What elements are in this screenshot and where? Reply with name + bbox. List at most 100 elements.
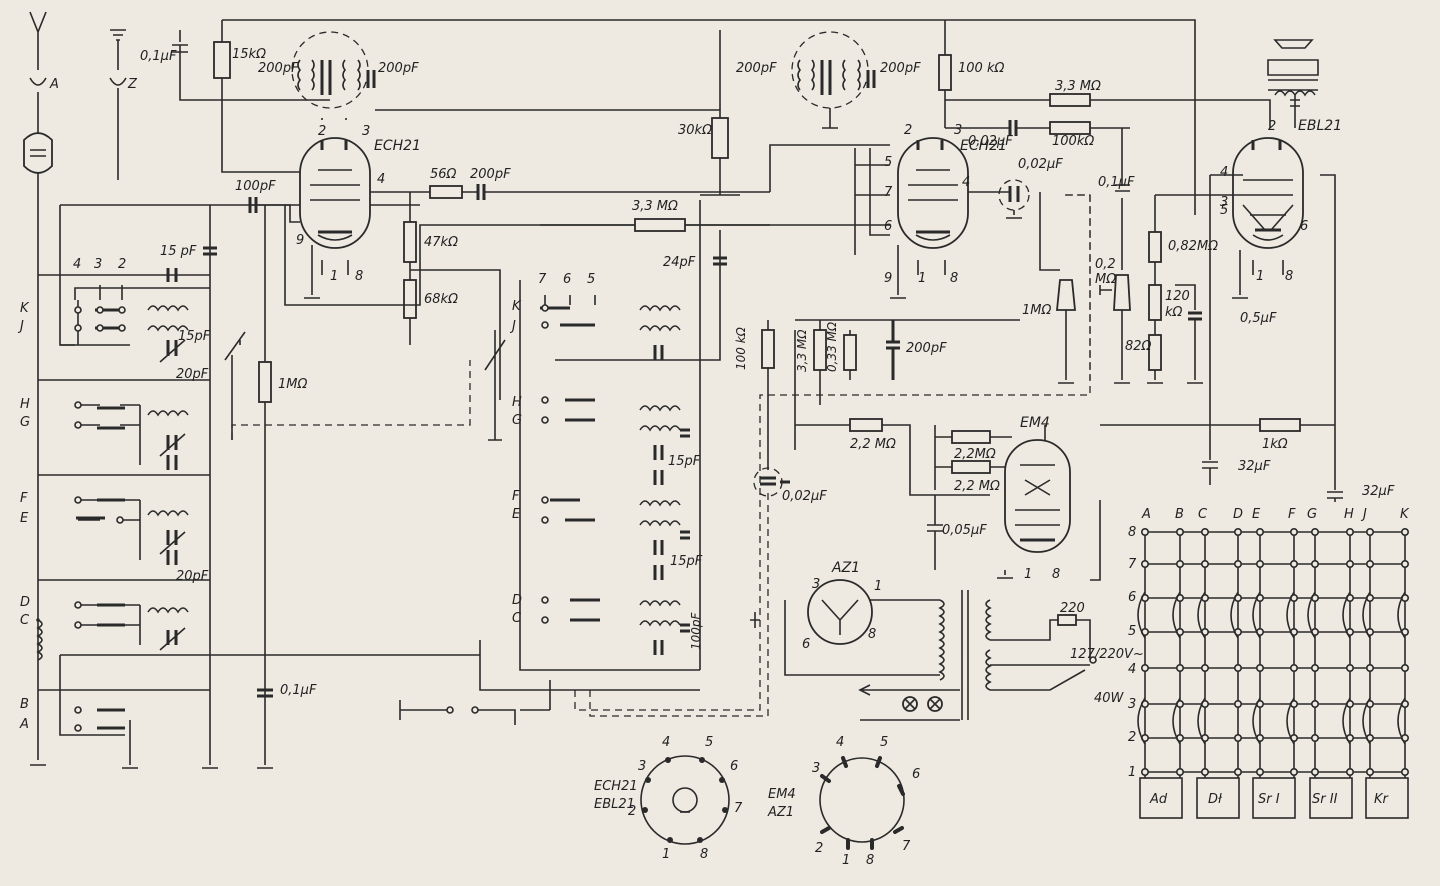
em4-pin-8: 8 (1052, 567, 1060, 582)
matrix-contact (1397, 697, 1406, 745)
matrix-node (1176, 767, 1185, 776)
matrix-grid (1137, 527, 1410, 778)
cap-32uF-b: 32μF (1362, 484, 1395, 499)
band-ad: Ad (1149, 792, 1168, 807)
sw-left-F: F (20, 491, 28, 506)
band-dl: Dł (1208, 792, 1223, 807)
matrix-contact (1362, 697, 1371, 745)
res-1M-a: 1MΩ (278, 377, 307, 392)
matrix-node (1141, 559, 1150, 568)
sw-left-num-3: 3 (94, 257, 102, 272)
cap-200pF-d: 200pF (470, 167, 511, 182)
matrix-contact (1342, 697, 1351, 745)
t2-pin-2: 2 (904, 123, 912, 138)
matrix-contact (1252, 591, 1261, 639)
sw-left-E: E (20, 511, 29, 526)
cap-20pF-a: 20pF (176, 367, 209, 382)
res-15k: 15kΩ (232, 47, 266, 62)
az1-label: AZ1 (831, 560, 860, 576)
matrix-node (1290, 559, 1299, 568)
matrix-node (1311, 699, 1320, 708)
matrix-contact (1286, 591, 1295, 639)
matrix-row-7: 7 (1128, 557, 1137, 572)
matrix-node (1176, 527, 1185, 536)
tube-1: 200pF 200pF 2 3 4 9 1 8 ECH21 (258, 31, 421, 299)
s1-pin-5: 5 (705, 735, 713, 750)
s2-pin-4: 4 (836, 735, 844, 750)
cap-0.02uF-c: 0,02μF (782, 489, 827, 504)
matrix-node (1176, 559, 1185, 568)
sw-mid-J: J (509, 319, 516, 334)
matrix-node (1366, 663, 1375, 672)
matrix-node (1201, 767, 1210, 776)
mains-voltage: 127/220V~ (1070, 647, 1144, 662)
res-100k-c: 100 kΩ (734, 326, 748, 370)
sw-left-G: G (20, 415, 30, 430)
pot-0.2-b: MΩ (1095, 272, 1116, 287)
t1-pin-1: 1 (330, 269, 338, 284)
t1-pin-8: 8 (355, 269, 363, 284)
tone-control: 0,1μF 0,2 MΩ 0,82MΩ 120 kΩ 82Ω (1095, 128, 1222, 384)
t2-pin-8: 8 (950, 271, 958, 286)
matrix-row-1: 1 (1128, 765, 1136, 780)
sw-left-H: H (20, 397, 30, 412)
matrix-col-B: B (1175, 507, 1184, 522)
res-2.2M-a: 2,2 MΩ (850, 437, 896, 452)
t1-pin-2: 2 (318, 124, 326, 139)
res-3.3M-a: 3,3 MΩ (632, 199, 678, 214)
cap-24pF: 24pF (663, 255, 696, 270)
az1-pin-8: 8 (868, 627, 876, 642)
az1-pin-1: 1 (874, 579, 882, 594)
matrix-row-4: 4 (1128, 662, 1136, 677)
sw-mid-num-5: 5 (587, 272, 595, 287)
matrix-col-J: J (1360, 507, 1367, 522)
em4-pin-1: 1 (1024, 567, 1032, 582)
matrix-node (1141, 767, 1150, 776)
matrix-contact (1252, 697, 1261, 745)
res-100k-b: 100kΩ (1052, 134, 1094, 149)
t2-pin-9: 9 (884, 271, 892, 286)
res-120k-b: kΩ (1165, 305, 1183, 320)
t3-label: EBL21 (1298, 118, 1342, 134)
cap-200pF-c: 200pF (736, 61, 777, 76)
s1-pin-6: 6 (730, 759, 738, 774)
t3-pin-4: 4 (1220, 165, 1228, 180)
sw-left-J: J (17, 319, 24, 334)
agc-em4-section: 100 kΩ 3,3 MΩ 0,33 MΩ 200pF 2,2 MΩ 2,2MΩ… (734, 319, 1335, 582)
cap-15pF-b: 15pF (178, 329, 211, 344)
matrix-node (1234, 559, 1243, 568)
matrix-contact (1286, 697, 1295, 745)
cap-100pF-a: 100pF (235, 179, 276, 194)
em4-label: EM4 (1020, 415, 1050, 431)
matrix-contact (1307, 591, 1316, 639)
s1-pin-7: 7 (734, 801, 743, 816)
sw-left-num-4: 4 (73, 257, 81, 272)
sw-mid-C: C (512, 611, 522, 626)
res-0.33M: 0,33 MΩ (825, 321, 839, 372)
res-120k-a: 120 (1165, 289, 1190, 304)
matrix-node (1346, 527, 1355, 536)
cap-15pF-a: 15 pF (160, 244, 197, 259)
matrix-contact (1197, 697, 1206, 745)
matrix-node (1141, 527, 1150, 536)
s1-pin-3: 3 (638, 759, 646, 774)
t2-pin-1: 1 (918, 271, 926, 286)
matrix-node (1311, 767, 1320, 776)
cap-0.02uF-a: 0,02μF (968, 134, 1013, 149)
matrix-contact (1397, 591, 1406, 639)
matrix-col-G: G (1307, 507, 1317, 522)
cap-0.02uF-b: 0,02μF (1018, 157, 1063, 172)
matrix-node (1366, 767, 1375, 776)
antenna-section: A Z (23, 11, 138, 766)
t3-pin-8: 8 (1285, 269, 1293, 284)
s2-pin-7: 7 (902, 839, 911, 854)
sw-mid-G: G (512, 413, 522, 428)
sw-left-B: B (20, 697, 29, 712)
matrix-node (1201, 527, 1210, 536)
cap-0.1uF-a: 0,1μF (140, 49, 177, 64)
res-82: 82Ω (1125, 339, 1152, 354)
t1-label: ECH21 (374, 138, 421, 154)
left-switch-bank: 4 3 2 K J H G F E D C B A (17, 204, 480, 736)
sw-mid-D: D (512, 593, 522, 608)
t2-pin-3: 3 (954, 123, 962, 138)
